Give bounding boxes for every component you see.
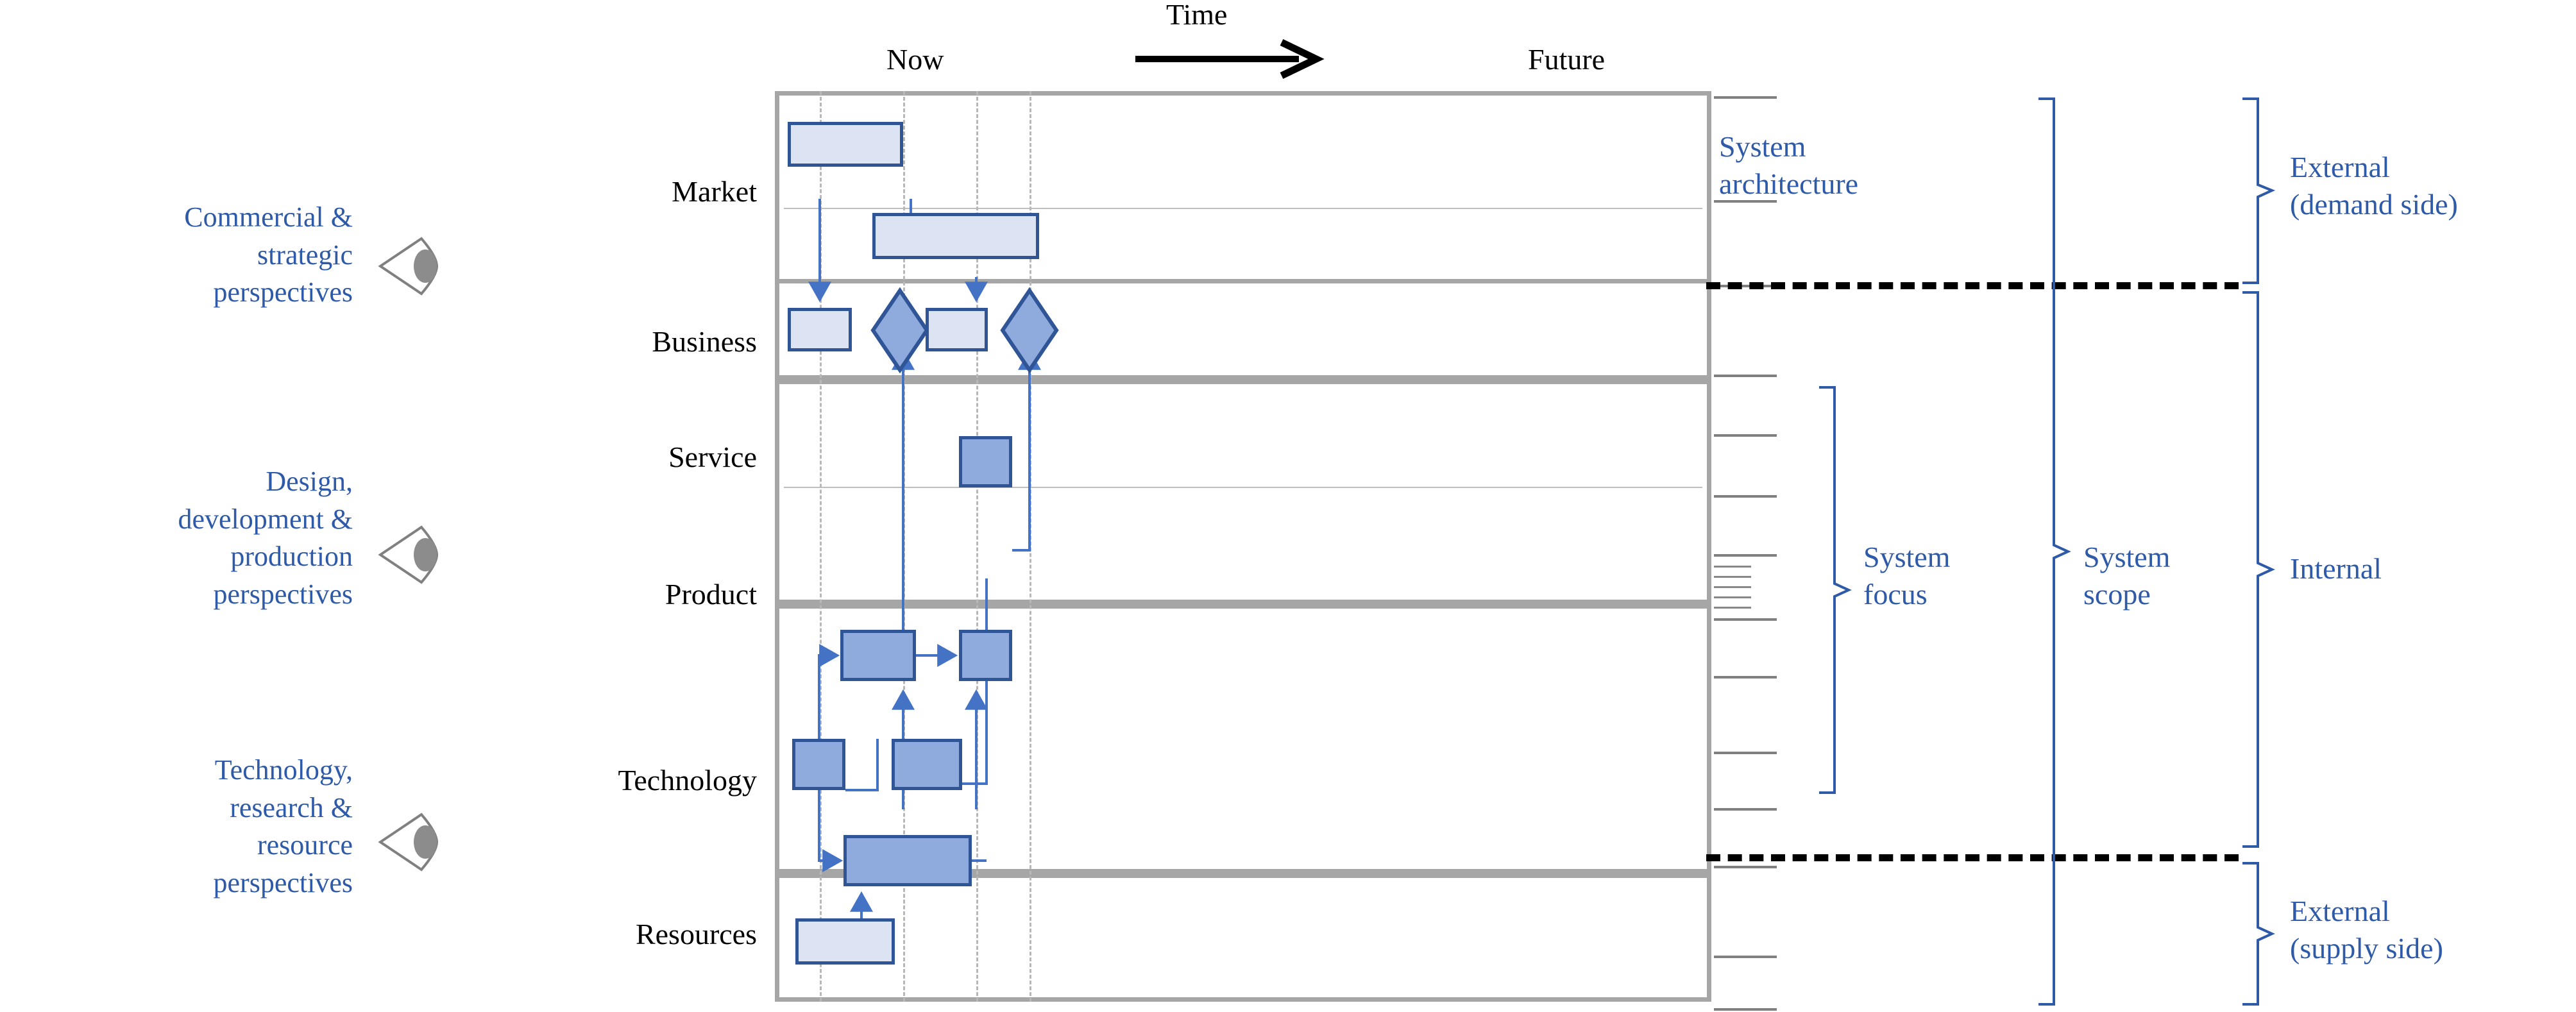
right-arrow-icon (1135, 39, 1325, 79)
axis-label-future: Future (1528, 43, 1606, 76)
row-label-resources: Resources (635, 918, 757, 950)
perspective-line: production (230, 541, 353, 573)
perspective-line: research & (230, 791, 353, 823)
tick-small (1714, 566, 1751, 568)
row-label-product: Product (665, 578, 757, 611)
label-line: System (1863, 541, 1951, 573)
tick (1714, 434, 1777, 437)
tick (1714, 554, 1777, 557)
tick-small (1714, 596, 1751, 598)
tick (1714, 1008, 1777, 1011)
tick (1714, 866, 1777, 868)
label-external-demand: External (demand side) (2290, 149, 2458, 223)
bar-business-1[interactable] (788, 308, 852, 351)
label-line: System (1719, 130, 1806, 163)
perspective-line: Commercial & (184, 201, 353, 233)
bar-product-2[interactable] (959, 630, 1012, 681)
brace-external-demand (2239, 96, 2277, 285)
tick (1714, 618, 1777, 621)
bar-market-1[interactable] (788, 122, 903, 167)
roadmap-chart (775, 91, 1711, 1002)
perspective-label-commercial: Commercial & strategic perspectives (19, 199, 353, 312)
tick (1714, 676, 1777, 679)
label-line: focus (1863, 577, 1928, 611)
perspective-label-technology: Technology, research & resource perspect… (19, 752, 353, 902)
label-line: (demand side) (2290, 187, 2458, 221)
label-line: architecture (1719, 167, 1859, 200)
bar-technology-2[interactable] (892, 739, 962, 790)
perspective-line: strategic (257, 239, 353, 271)
perspective-line: Technology, (214, 754, 353, 786)
brace-system-scope (2035, 96, 2073, 1007)
perspective-line: Design, (266, 466, 353, 497)
tick (1714, 752, 1777, 754)
divider-external-internal-top (1706, 282, 2239, 289)
perspective-line: perspectives (213, 276, 353, 308)
row-separator (784, 208, 1702, 209)
eye-icon (375, 519, 446, 590)
bar-product-1[interactable] (840, 630, 916, 681)
axis-label-time: Time (1166, 0, 1228, 31)
tick (1714, 96, 1777, 99)
perspective-line: development & (178, 503, 353, 535)
band-resources (775, 873, 1711, 1002)
bar-technology-1[interactable] (792, 739, 845, 790)
row-label-business: Business (652, 325, 757, 358)
row-separator (784, 487, 1702, 488)
tick (1714, 495, 1777, 498)
label-internal: Internal (2290, 552, 2382, 585)
row-label-service: Service (668, 441, 757, 473)
divider-internal-external-bottom (1706, 854, 2239, 861)
bar-technology-3[interactable] (843, 835, 972, 886)
milestone-diamond-1[interactable] (870, 287, 929, 374)
label-system-focus: System focus (1863, 539, 1950, 612)
row-label-technology: Technology (618, 764, 757, 797)
bar-service-1[interactable] (959, 436, 1012, 487)
bar-business-2[interactable] (926, 308, 988, 351)
tick (1714, 808, 1777, 811)
label-external-supply: External (supply side) (2290, 893, 2443, 966)
label-system-architecture: System architecture (1719, 128, 1858, 202)
label-line: External (2290, 895, 2390, 927)
tick-small (1714, 576, 1751, 578)
axis-label-now: Now (886, 43, 944, 76)
label-line: External (2290, 151, 2390, 183)
eye-icon (375, 231, 446, 301)
row-label-market: Market (672, 175, 757, 208)
gridline-3 (976, 91, 978, 1002)
brace-internal (2239, 290, 2277, 849)
perspective-label-design: Design, development & production perspec… (19, 463, 353, 613)
bar-resources-1[interactable] (795, 918, 895, 965)
perspective-line: perspectives (213, 866, 353, 898)
gridline-now (820, 91, 822, 1002)
perspective-line: perspectives (213, 578, 353, 610)
label-line: scope (2083, 577, 2151, 611)
tick (1714, 375, 1777, 377)
label-line: System (2083, 541, 2171, 573)
tick-small (1714, 607, 1751, 609)
brace-external-supply (2239, 861, 2277, 1007)
eye-icon (375, 807, 446, 877)
tick (1714, 956, 1777, 958)
milestone-diamond-2[interactable] (1000, 287, 1059, 374)
band-service-product (775, 380, 1711, 604)
label-line: (supply side) (2290, 931, 2443, 965)
label-system-scope: System scope (2083, 539, 2170, 612)
bar-market-2[interactable] (872, 213, 1039, 259)
tick (1714, 200, 1777, 203)
tick-small (1714, 586, 1751, 588)
brace-system-focus (1815, 385, 1854, 795)
perspective-line: resource (257, 829, 353, 861)
